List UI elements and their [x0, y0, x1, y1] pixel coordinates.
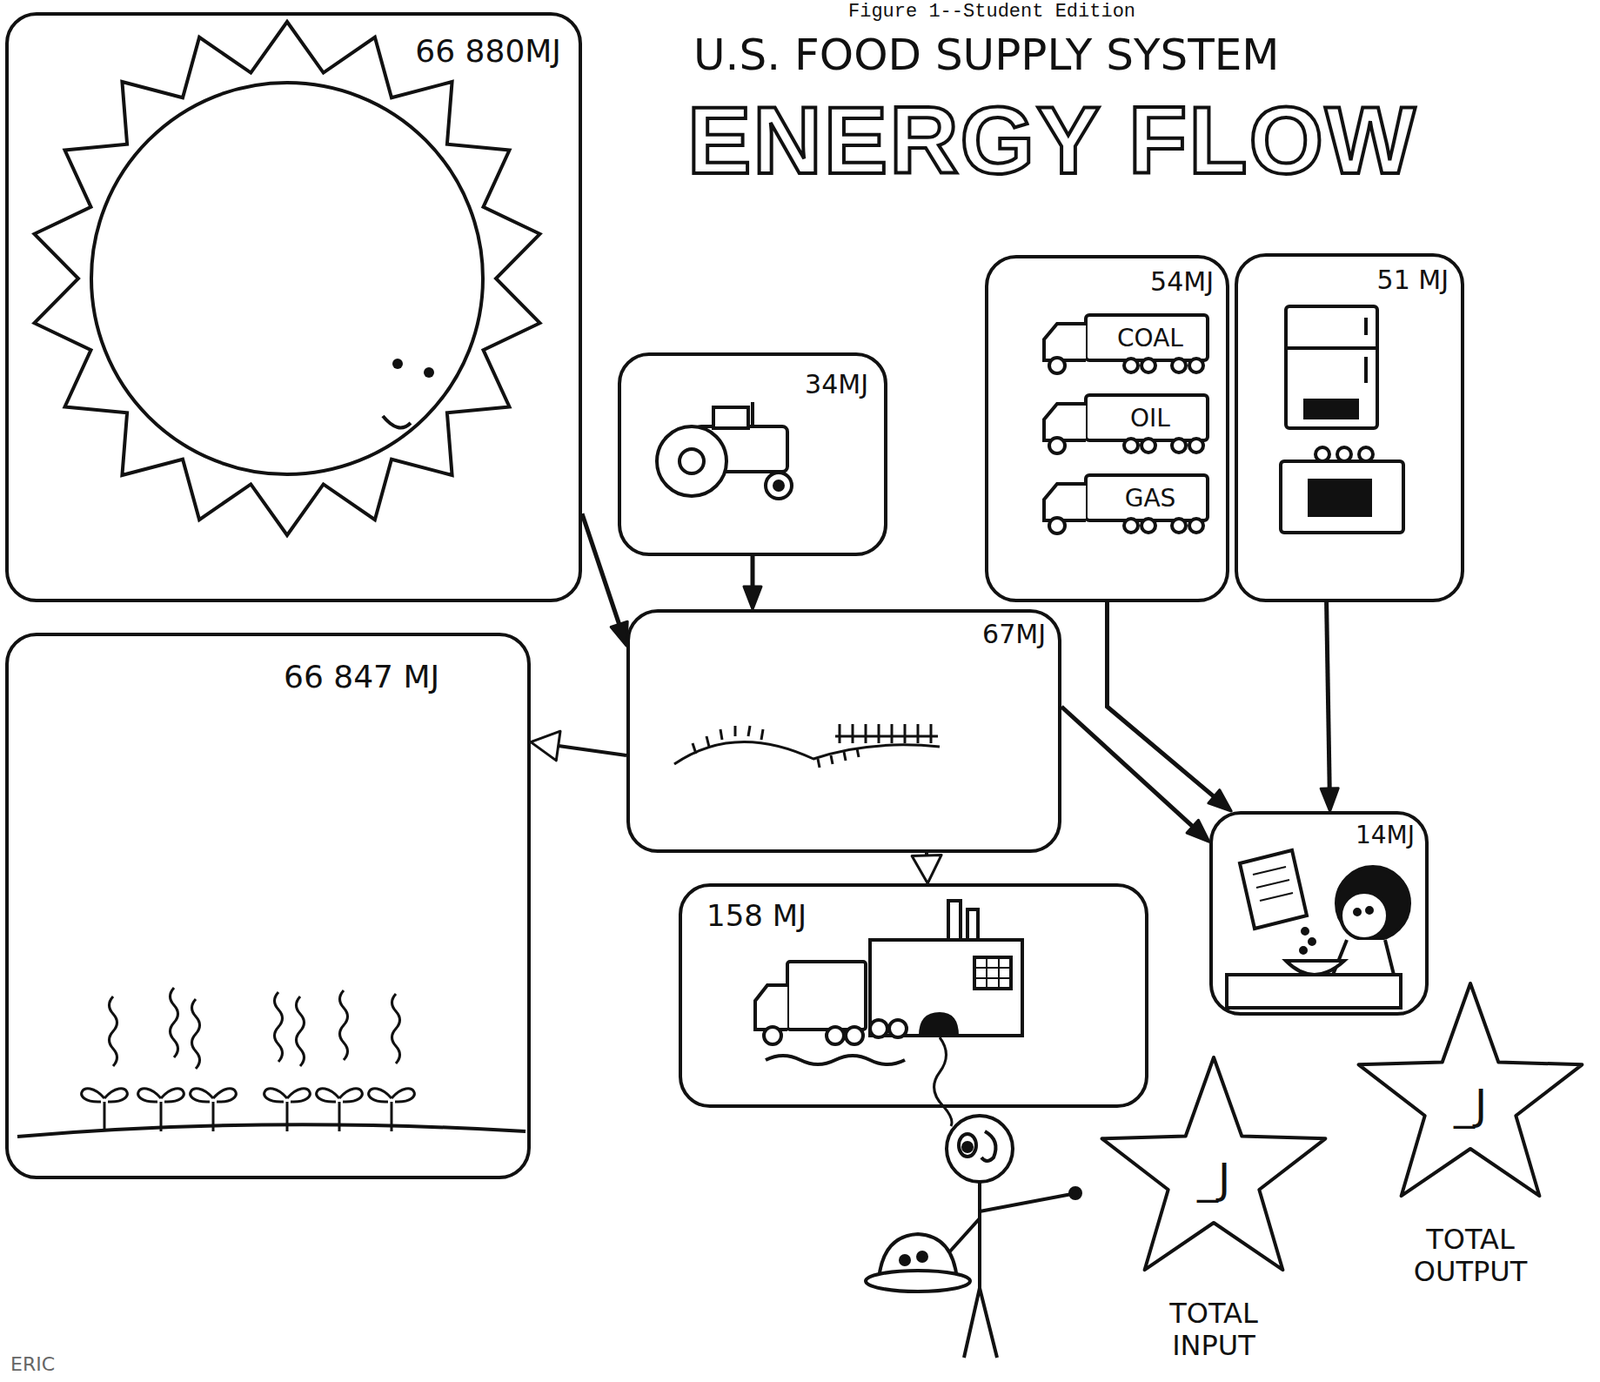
node-text: OIL — [1130, 404, 1171, 433]
arrow-head — [743, 586, 762, 610]
node-text: TOTAL INPUT — [1144, 1297, 1284, 1362]
appliances — [1280, 306, 1404, 533]
fuel-box: 54MJ COAL OIL GAS — [984, 254, 1230, 603]
arrow-head — [1208, 789, 1232, 811]
energy-value: 54MJ — [1150, 267, 1214, 298]
arrow-head — [610, 621, 628, 646]
node-text: GAS — [1124, 484, 1177, 513]
flow-arrow — [743, 555, 762, 610]
plants-and-heat — [17, 987, 526, 1137]
energy-value: 66 847 MJ — [283, 658, 440, 695]
alien — [865, 1115, 1081, 1358]
subtitle: U.S. FOOD SUPPLY SYSTEM — [693, 31, 1279, 80]
energy-value: 14MJ — [1355, 821, 1415, 850]
figure-caption: Figure 1--Student Edition — [848, 1, 1136, 23]
watermark: ERIC — [10, 1353, 55, 1375]
arrow-head — [1320, 788, 1339, 811]
tractor-box: 34MJ — [617, 352, 888, 556]
connector-line — [558, 745, 627, 756]
farm-field-box: 67MJ — [626, 609, 1062, 853]
arrow-head — [911, 854, 942, 884]
connector-line — [1326, 602, 1331, 789]
total-input-star: _J TOTAL INPUT — [1091, 1048, 1336, 1369]
hollow-arrow — [911, 852, 942, 884]
connector-line — [750, 555, 756, 587]
arrow-head — [1186, 819, 1210, 842]
field — [674, 723, 940, 768]
energy-value: 67MJ — [982, 619, 1046, 650]
consumer-box: 14MJ — [1209, 810, 1429, 1016]
appliance-box: 51 MJ — [1234, 253, 1465, 603]
hollow-arrow — [530, 730, 627, 761]
processing-plant — [755, 900, 1023, 1126]
tractor — [656, 401, 792, 499]
star-outline — [1102, 1057, 1326, 1270]
consumer — [1226, 850, 1410, 1008]
energy-value: _J — [1197, 1154, 1231, 1203]
energy-value: 34MJ — [804, 369, 869, 401]
connector-line — [582, 513, 620, 624]
energy-value: 66 880MJ — [415, 33, 562, 69]
connector-line — [1107, 602, 1215, 797]
star-outline — [1358, 983, 1583, 1196]
sun — [34, 21, 541, 536]
total-output-star: _J TOTAL OUTPUT — [1348, 974, 1593, 1295]
node-text: COAL — [1117, 324, 1184, 353]
node-text: TOTAL OUTPUT — [1400, 1223, 1540, 1288]
processing-box: 158 MJ — [678, 883, 1149, 1108]
sun-box: 66 880MJ — [5, 12, 583, 603]
fuel-trucks — [1044, 314, 1208, 534]
title: ENERGY FLOW — [687, 87, 1418, 193]
waste-heat-box: 66 847 MJ — [5, 632, 531, 1179]
flow-arrow — [1320, 602, 1339, 811]
arrow-head — [530, 730, 561, 761]
energy-value: 51 MJ — [1377, 265, 1449, 296]
energy-value: 158 MJ — [706, 898, 807, 933]
flow-arrow — [1107, 602, 1232, 811]
energy-value: _J — [1453, 1080, 1487, 1129]
